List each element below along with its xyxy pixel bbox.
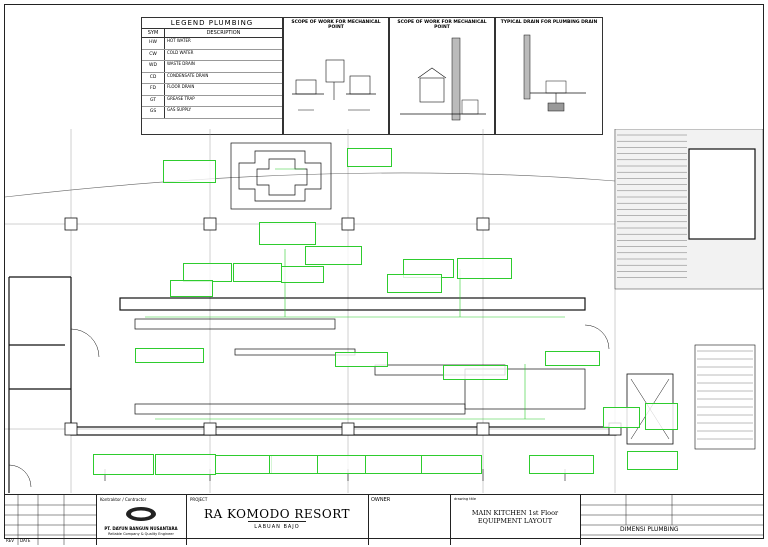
detail-drawing-3: [523, 34, 586, 112]
detail-drawing-2: [400, 37, 486, 121]
plumbing-callout: [529, 455, 594, 474]
drawing-title-line-2: EQUIPMENT LAYOUT: [477, 517, 553, 525]
plumbing-callout: [365, 455, 422, 474]
plumbing-callout: [387, 274, 442, 293]
legend-sym: CD: [142, 72, 165, 83]
plumbing-callout: [545, 351, 600, 366]
rev-label: REV: [6, 538, 15, 543]
plumbing-callout: [421, 455, 482, 474]
detail-title: TYPICAL DRAIN FOR PLUMBING DRAIN: [500, 20, 598, 25]
plumbing-callout: [215, 455, 272, 474]
project-location: LABUAN BAJO: [254, 524, 300, 530]
plumbing-callout: [135, 348, 204, 363]
detail-panel-1: SCOPE OF WORK FOR MECHANICAL POINT: [283, 17, 389, 135]
legend-sym: HW: [142, 38, 165, 49]
plumbing-callout: [457, 258, 512, 279]
title-block: REV DATE Kontraktor / Contractor PT. DAY…: [4, 494, 764, 545]
plumbing-callout: [233, 263, 282, 282]
plumbing-callout: [443, 365, 508, 380]
plumbing-callout: [305, 246, 362, 265]
floor-plan: [5, 129, 763, 493]
legend-title: LEGEND PLUMBING: [142, 18, 282, 29]
plumbing-callout: [627, 451, 678, 470]
legend-sym: GT: [142, 95, 165, 106]
legend-desc: HOT WATER: [167, 38, 191, 43]
revision-grid: [4, 495, 96, 545]
detail-title: SCOPE OF WORK FOR MECHANICAL POINT: [397, 20, 487, 30]
plumbing-callout: [259, 222, 316, 245]
legend-sym: GS: [142, 107, 165, 118]
contractor-logo-icon: [126, 507, 156, 521]
sheet-info-grid: [580, 495, 764, 536]
date-label: DATE: [20, 538, 31, 543]
plumbing-callout: [281, 266, 324, 283]
plumbing-callout: [269, 455, 318, 474]
project-cell: PROJECT RA KOMODO RESORT LABUAN BAJO: [186, 495, 369, 545]
owner-cell: OWNER: [368, 495, 451, 545]
contractor-label: Kontraktor / Contractor: [100, 497, 147, 502]
project-name: RA KOMODO RESORT: [203, 507, 351, 521]
detail-drawing-1: [292, 59, 376, 111]
legend-sym: WD: [142, 61, 165, 72]
plumbing-callout: [155, 454, 216, 475]
detail-panel-3: TYPICAL DRAIN FOR PLUMBING DRAIN: [495, 17, 603, 135]
contractor-cell: Kontraktor / Contractor PT. DAYUN BANGUN…: [96, 495, 187, 545]
plumbing-callout: [163, 160, 216, 183]
plumbing-callout: [93, 454, 154, 475]
drawing-title-cell: drawing title MAIN KITCHEN 1st Floor EQU…: [450, 495, 581, 545]
project-label: PROJECT: [190, 497, 208, 502]
plumbing-callout: [645, 403, 678, 430]
drawing-title-label: drawing title: [454, 497, 477, 501]
legend-desc: FLOOR DRAIN: [167, 84, 195, 89]
drawing-title-line-1: MAIN KITCHEN 1st Floor: [471, 509, 559, 517]
detail-panel-2: SCOPE OF WORK FOR MECHANICAL POINT: [389, 17, 495, 135]
legend-col-sym: SYM: [142, 29, 165, 37]
legend-header: SYM DESCRIPTION: [142, 29, 282, 38]
legend-desc: GAS SUPPLY: [167, 107, 192, 112]
company-tagline: Reliable Company & Quality Engineer: [108, 532, 174, 536]
sheet-label: DIMENSI PLUMBING: [620, 526, 679, 533]
legend-desc: COLD WATER: [167, 49, 194, 55]
legend-desc: CONDENSATE DRAIN: [167, 72, 209, 78]
legend-desc: GREASE TRAP: [167, 95, 195, 101]
legend-col-desc: DESCRIPTION: [206, 30, 241, 36]
legend-sym: CW: [142, 49, 165, 60]
sheet-info-cell: DIMENSI PLUMBING: [580, 495, 764, 545]
owner-label: OWNER: [371, 497, 391, 503]
plumbing-callout: [603, 407, 640, 428]
plumbing-callout: [347, 148, 392, 167]
legend-desc: WASTE DRAIN: [167, 61, 195, 66]
plumbing-callout: [317, 455, 366, 474]
revision-table: REV DATE: [4, 495, 97, 545]
detail-title: SCOPE OF WORK FOR MECHANICAL POINT: [291, 20, 381, 30]
plumbing-callout: [170, 280, 213, 297]
legend-sym: FD: [142, 84, 165, 95]
company-name: PT. DAYUN BANGUN NUSANTARA: [104, 526, 178, 531]
plumbing-callout: [335, 352, 388, 367]
